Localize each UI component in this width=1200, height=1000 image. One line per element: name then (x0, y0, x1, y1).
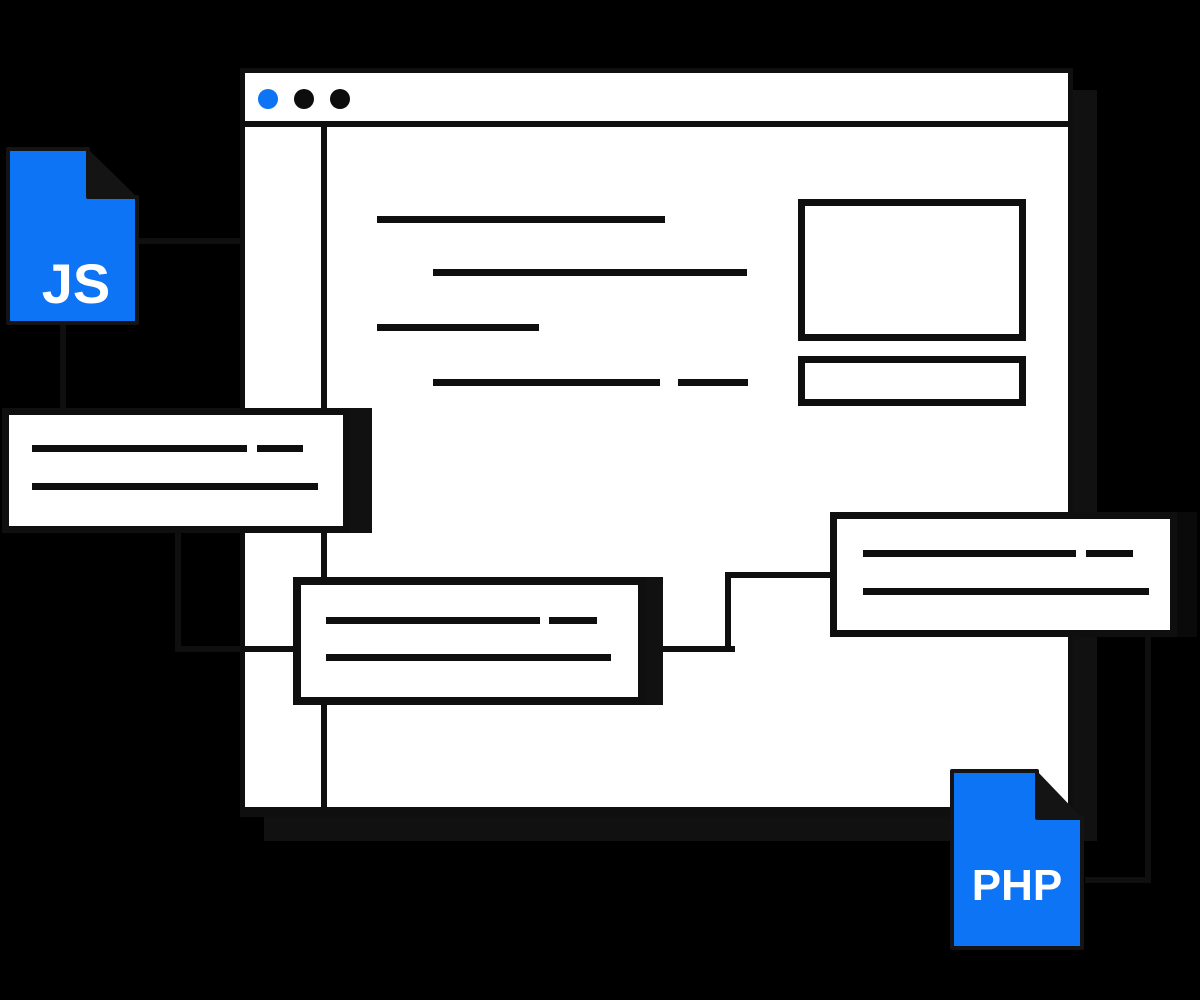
image-placeholder-box (798, 199, 1026, 341)
connector-left-callout-down (175, 529, 181, 652)
traffic-light-minimize-icon[interactable] (294, 89, 314, 109)
js-file-icon: JS (6, 147, 139, 325)
window-titlebar (245, 73, 1068, 127)
text-placeholder-line (433, 379, 660, 386)
traffic-light-close-icon[interactable] (258, 89, 278, 109)
callout-shadow (646, 577, 663, 705)
callout-shadow (350, 408, 372, 533)
callout-box-right (830, 512, 1177, 637)
callout-text-line (1086, 550, 1133, 557)
text-placeholder-line (377, 324, 539, 331)
callout-text-line (863, 550, 1076, 557)
connector-middle-callout-right (640, 646, 735, 652)
connector-left-to-middle-callout (175, 646, 299, 652)
callout-box-middle (293, 577, 646, 705)
callout-text-line (549, 617, 597, 624)
php-file-icon: PHP (950, 769, 1084, 950)
connector-right-callout-down (1145, 630, 1151, 883)
folded-corner-icon (1037, 771, 1082, 818)
callout-text-line (863, 588, 1149, 595)
text-placeholder-line (678, 379, 748, 386)
callout-text-line (257, 445, 303, 452)
button-placeholder-box (798, 356, 1026, 406)
callout-text-line (326, 654, 611, 661)
callout-text-line (32, 483, 318, 490)
connector-to-php-icon (1085, 877, 1151, 883)
js-label: JS (42, 252, 111, 315)
connector-js-to-window (137, 238, 240, 244)
file-body (950, 769, 1084, 950)
callout-shadow (1177, 512, 1197, 637)
folded-corner-icon (88, 149, 137, 197)
callout-box-left (2, 408, 350, 533)
callout-text-line (326, 617, 540, 624)
text-placeholder-line (433, 269, 747, 276)
text-placeholder-line (377, 216, 665, 223)
connector-to-right-callout (725, 572, 835, 578)
traffic-light-maximize-icon[interactable] (330, 89, 350, 109)
connector-middle-callout-up (725, 572, 731, 652)
connector-js-to-left-callout (60, 320, 66, 410)
php-label: PHP (972, 861, 1062, 910)
callout-text-line (32, 445, 247, 452)
